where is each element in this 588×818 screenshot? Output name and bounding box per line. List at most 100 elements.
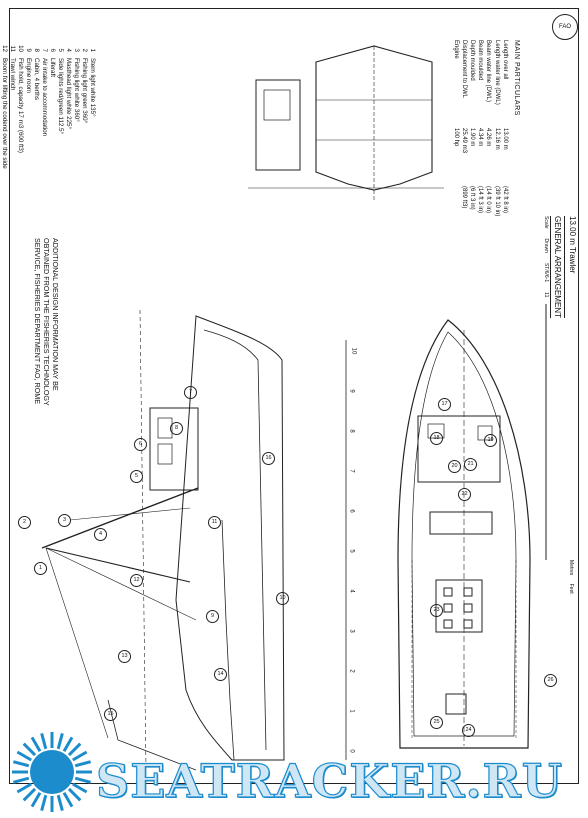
sun-ray — [30, 792, 42, 808]
particulars-label: Displacement to DWL — [460, 40, 467, 99]
callout-7: 7 — [184, 386, 197, 399]
profile-boom — [45, 547, 191, 583]
station-number: 5 — [348, 549, 355, 553]
scale-label: Scale — [543, 216, 549, 229]
legend-text: Fishing light white 360° — [73, 58, 80, 122]
particulars-row: Engine 100 hp — [451, 40, 459, 216]
profile-mast — [41, 487, 199, 549]
sun-ray — [40, 732, 48, 750]
note-line: OBTAINED FROM THE FISHERIES TECHNOLOGY — [42, 238, 51, 406]
station-number: 7 — [348, 469, 355, 473]
title-block: 13.00 m Trawler GENERAL ARRANGEMENT Scal… — [543, 216, 577, 318]
profile-hull — [175, 315, 285, 761]
legend-number: 6 — [49, 48, 56, 52]
legend-number: 11 — [9, 45, 16, 52]
note-line: SERVICE, FISHERIES DEPARTMENT FAO, ROME — [33, 238, 42, 405]
vessel-name: 13.00 m Trawler — [568, 216, 577, 274]
callout-5: 5 — [130, 470, 143, 483]
sun-ray — [72, 782, 88, 794]
legend-number: 8 — [33, 48, 40, 52]
plan-fish-hatch — [435, 579, 483, 633]
legend-text: Stern light white 135° — [89, 58, 96, 117]
sun-ray — [67, 742, 82, 757]
callout-19: 19 — [484, 434, 497, 447]
station-number: 10 — [350, 347, 357, 355]
scale-bar-labels: Metres Feet — [568, 560, 574, 594]
feet-label: Feet — [568, 583, 574, 594]
design-notes: ADDITIONAL DESIGN INFORMATION MAY BE OBT… — [33, 238, 60, 406]
particulars-label: Depth moulded — [468, 40, 475, 81]
legend-text: Side lights red/green 112.5° — [57, 58, 64, 134]
callout-3: 3 — [58, 514, 71, 527]
particulars-imperial: (14 ft 3 in) — [477, 186, 484, 214]
legend-text: Masthead light white 225° — [65, 58, 72, 129]
particulars-value: 12.16 m — [493, 128, 500, 150]
watermark-text: SEATRACKER.RU — [95, 753, 563, 808]
station-number: 6 — [348, 509, 355, 513]
note-line: ADDITIONAL DESIGN INFORMATION MAY BE — [51, 238, 60, 391]
particulars-label: Length over all — [501, 40, 508, 80]
callout-21: 21 — [464, 458, 477, 471]
particulars-imperial: (42 ft 8 in) — [501, 186, 508, 214]
plan-hull-outline — [397, 319, 531, 749]
profile-waterline — [139, 309, 147, 771]
section-wheelhouse — [255, 79, 301, 171]
section-hull — [315, 45, 433, 191]
sun-ray — [12, 760, 30, 768]
callout-8: 8 — [170, 422, 183, 435]
plan-wheelhouse — [417, 415, 501, 483]
legend-number: 3 — [73, 48, 80, 52]
callout-12: 12 — [130, 574, 143, 587]
sheet-number: ST/6/6-1 — [543, 262, 549, 283]
drawing-number: 11 — [543, 292, 549, 298]
legend-text: Fish hold, capacity 17 m3 (600 ft3) — [17, 58, 24, 153]
callout-15: 15 — [104, 708, 117, 721]
callout-17: 17 — [438, 398, 451, 411]
callout-22: 22 — [458, 488, 471, 501]
drawing-title: GENERAL ARRANGEMENT — [553, 216, 565, 318]
legend-text: Boom for lifting the codend over the sid… — [1, 58, 8, 169]
profile-deck — [203, 329, 267, 751]
sun-ray — [12, 776, 30, 784]
callout-23: 23 — [430, 604, 443, 617]
particulars-label: Engine — [452, 40, 459, 59]
legend-number: 5 — [57, 48, 64, 52]
sun-ray — [30, 736, 42, 752]
callout-11: 11 — [208, 516, 221, 529]
profile-keel — [221, 519, 235, 761]
legend-text: Trawl winch — [9, 58, 16, 91]
particulars-imperial: (899 ft3) — [460, 186, 467, 209]
particulars-value: 4.26 m — [485, 128, 492, 147]
plan-stores-hatch — [445, 693, 467, 715]
watermark: SEATRACKER.RU — [0, 752, 588, 818]
callout-2: 2 — [18, 516, 31, 529]
sun-ray — [56, 794, 64, 812]
particulars-value: 4.34 m — [477, 128, 484, 147]
plan-trawl-winch — [429, 511, 493, 535]
sun-ray — [16, 750, 32, 762]
particulars-label: Beam moulded — [477, 40, 484, 81]
particulars-value: 100 hp — [452, 128, 459, 147]
sun-ray — [22, 742, 37, 757]
particulars-imperial: (14 ft 0 in) — [485, 186, 492, 214]
callout-13: 13 — [118, 650, 131, 663]
sun-ray — [40, 794, 48, 812]
sun-ray — [74, 760, 92, 768]
legend-number: 7 — [41, 48, 48, 52]
drawing-frame — [9, 8, 579, 784]
profile-wheelhouse — [149, 407, 199, 491]
callout-20: 20 — [448, 460, 461, 473]
sun-ray — [62, 736, 74, 752]
station-number: 9 — [348, 389, 355, 393]
